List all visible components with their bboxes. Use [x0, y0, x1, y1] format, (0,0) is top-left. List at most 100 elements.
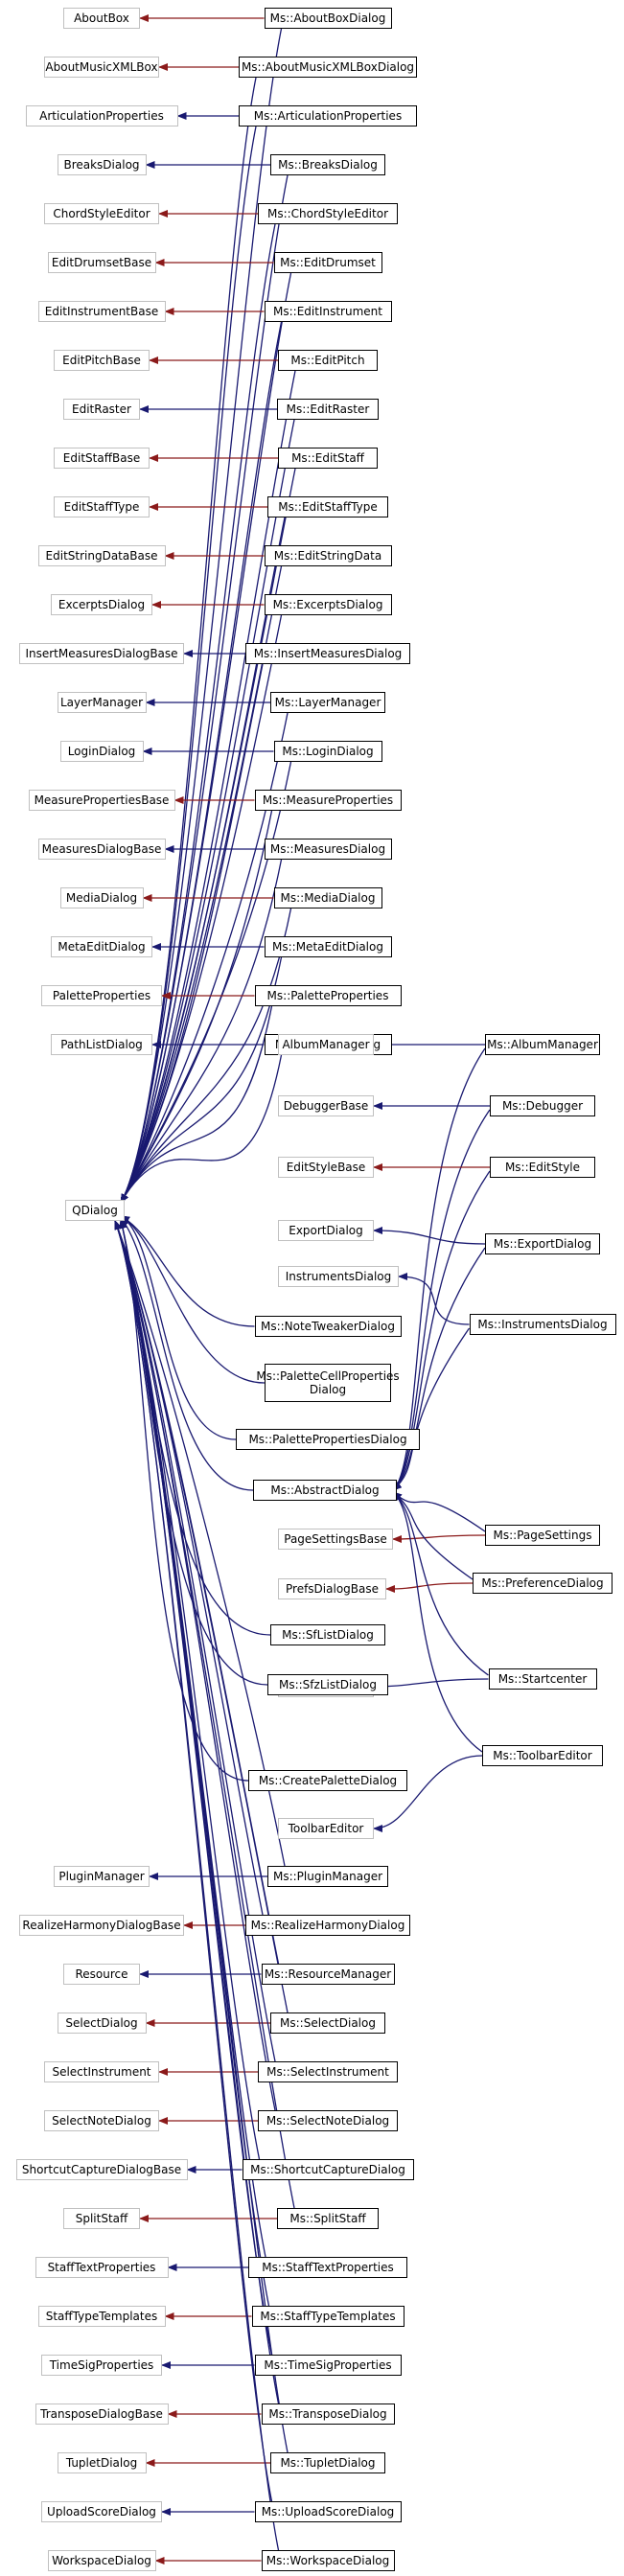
class-node-ms-palettepropertiesdialog[interactable]: Ms::PalettePropertiesDialog: [236, 1429, 420, 1450]
class-node-instrumentsdialog[interactable]: InstrumentsDialog: [278, 1266, 399, 1287]
class-node-ms-stafftypetemplates[interactable]: Ms::StaffTypeTemplates: [251, 2306, 404, 2327]
class-node-ms-timesigproperties[interactable]: Ms::TimeSigProperties: [254, 2355, 402, 2376]
class-node-ms-measureproperties[interactable]: Ms::MeasureProperties: [254, 790, 402, 811]
class-node-transposedialogbase[interactable]: TransposeDialogBase: [35, 2404, 169, 2425]
class-node-ms-editraster[interactable]: Ms::EditRaster: [277, 399, 379, 420]
class-node-paletteproperties[interactable]: PaletteProperties: [41, 985, 162, 1006]
class-node-ms-insertmeasuresdialog[interactable]: Ms::InsertMeasuresDialog: [245, 643, 410, 664]
class-node-pluginmanager[interactable]: PluginManager: [54, 1866, 150, 1887]
class-node-breaksdialog[interactable]: BreaksDialog: [57, 154, 147, 175]
class-node-logindialog[interactable]: LoginDialog: [59, 741, 144, 762]
class-node-prefsdialogbase[interactable]: PrefsDialogBase: [278, 1578, 386, 1599]
class-node-splitstaff[interactable]: SplitStaff: [63, 2208, 140, 2229]
class-node-toolbareditor[interactable]: ToolbarEditor: [278, 1818, 374, 1839]
class-node-insertmeasuresdialogbase[interactable]: InsertMeasuresDialogBase: [19, 643, 184, 664]
class-node-selectdialog[interactable]: SelectDialog: [57, 2012, 147, 2034]
class-node-ms-debugger[interactable]: Ms::Debugger: [490, 1095, 595, 1116]
class-node-editstaffbase[interactable]: EditStaffBase: [54, 448, 150, 469]
class-node-exportdialog[interactable]: ExportDialog: [278, 1220, 374, 1241]
class-node-editstafftype[interactable]: EditStaffType: [54, 496, 150, 518]
class-node-shortcutcapturedialogbase[interactable]: ShortcutCaptureDialogBase: [15, 2159, 188, 2180]
class-node-ms-logindialog[interactable]: Ms::LoginDialog: [273, 741, 382, 762]
class-node-ms-layermanager[interactable]: Ms::LayerManager: [270, 692, 385, 713]
edge-ms-editinstrument-to-qdialog: [120, 321, 283, 1204]
class-node-ms-workspacedialog[interactable]: Ms::WorkspaceDialog: [261, 2550, 395, 2571]
class-node-uploadscoredialog[interactable]: UploadScoreDialog: [41, 2501, 162, 2522]
class-node-ms-chordstyleeditor[interactable]: Ms::ChordStyleEditor: [258, 203, 398, 224]
class-node-selectinstrument[interactable]: SelectInstrument: [44, 2061, 159, 2082]
edge-toolbareditor-to-ms-toolbareditor: [373, 1755, 483, 1832]
class-node-ms-notetweakerdialog[interactable]: Ms::NoteTweakerDialog: [254, 1316, 402, 1337]
class-node-ms-splitstaff[interactable]: Ms::SplitStaff: [277, 2208, 379, 2229]
class-node-ms-toolbareditor[interactable]: Ms::ToolbarEditor: [482, 1745, 603, 1766]
class-node-articulationproperties[interactable]: ArticulationProperties: [25, 105, 178, 126]
class-node-ms-resourcemanager[interactable]: Ms::ResourceManager: [261, 1964, 395, 1985]
class-node-ms-abstractdialog[interactable]: Ms::AbstractDialog: [253, 1480, 397, 1501]
class-node-workspacedialog[interactable]: WorkspaceDialog: [47, 2550, 156, 2571]
class-node-editpitchbase[interactable]: EditPitchBase: [54, 350, 150, 371]
class-node-ms-articulationproperties[interactable]: Ms::ArticulationProperties: [239, 105, 417, 126]
class-node-debuggerbase[interactable]: DebuggerBase: [278, 1095, 374, 1116]
class-node-layermanager[interactable]: LayerManager: [57, 692, 147, 713]
class-node-measurepropertiesbase[interactable]: MeasurePropertiesBase: [28, 790, 175, 811]
class-node-ms-preferencedialog[interactable]: Ms::PreferenceDialog: [473, 1573, 612, 1594]
class-node-ms-editstaff[interactable]: Ms::EditStaff: [278, 448, 378, 469]
class-node-ms-exportdialog[interactable]: Ms::ExportDialog: [485, 1233, 600, 1254]
class-node-realizeharmonydialogbase[interactable]: RealizeHarmonyDialogBase: [19, 1915, 184, 1936]
class-node-tupletdialog[interactable]: TupletDialog: [57, 2452, 147, 2473]
class-node-ms-mediadialog[interactable]: Ms::MediaDialog: [273, 887, 382, 908]
class-node-ms-aboutboxdialog[interactable]: Ms::AboutBoxDialog: [264, 8, 392, 29]
class-node-ms-shortcutcapturedialog[interactable]: Ms::ShortcutCaptureDialog: [242, 2159, 414, 2180]
class-node-stafftypetemplates[interactable]: StaffTypeTemplates: [37, 2306, 166, 2327]
class-node-ms-selectnotedialog[interactable]: Ms::SelectNoteDialog: [258, 2110, 398, 2131]
class-node-metaeditdialog[interactable]: MetaEditDialog: [51, 936, 152, 957]
class-node-ms-realizeharmonydialog[interactable]: Ms::RealizeHarmonyDialog: [245, 1915, 410, 1936]
class-node-ms-transposedialog[interactable]: Ms::TransposeDialog: [261, 2404, 395, 2425]
class-node-mediadialog[interactable]: MediaDialog: [59, 887, 144, 908]
class-node-ms-breaksdialog[interactable]: Ms::BreaksDialog: [270, 154, 385, 175]
class-node-ms-paletteproperties[interactable]: Ms::PaletteProperties: [254, 985, 402, 1006]
class-node-ms-editstyle[interactable]: Ms::EditStyle: [490, 1157, 595, 1178]
class-node-editstringdatabase[interactable]: EditStringDataBase: [37, 545, 166, 566]
class-node-ms-selectdialog[interactable]: Ms::SelectDialog: [270, 2012, 385, 2034]
class-node-ms-editpitch[interactable]: Ms::EditPitch: [278, 350, 378, 371]
class-node-ms-tupletdialog[interactable]: Ms::TupletDialog: [270, 2452, 385, 2473]
class-node-ms-albummanager[interactable]: Ms::AlbumManager: [485, 1034, 600, 1055]
class-node-aboutbox[interactable]: AboutBox: [63, 8, 140, 29]
class-node-editinstrumentbase[interactable]: EditInstrumentBase: [37, 301, 166, 322]
class-node-ms-editinstrument[interactable]: Ms::EditInstrument: [264, 301, 392, 322]
class-node-ms-editstafftype[interactable]: Ms::EditStaffType: [267, 496, 388, 518]
class-node-editdrumsetbase[interactable]: EditDrumsetBase: [47, 252, 156, 273]
class-node-ms-instrumentsdialog[interactable]: Ms::InstrumentsDialog: [469, 1314, 616, 1335]
class-node-timesigproperties[interactable]: TimeSigProperties: [41, 2355, 162, 2376]
class-node-ms-palettecellproperties-dialog[interactable]: Ms::PaletteCellProperties Dialog: [256, 1364, 400, 1402]
class-node-ms-selectinstrument[interactable]: Ms::SelectInstrument: [258, 2061, 398, 2082]
class-node-ms-editstringdata[interactable]: Ms::EditStringData: [264, 545, 392, 566]
class-node-resource[interactable]: Resource: [63, 1964, 140, 1985]
class-node-ms-startcenter[interactable]: Ms::Startcenter: [488, 1668, 597, 1690]
class-node-chordstyleeditor[interactable]: ChordStyleEditor: [44, 203, 159, 224]
class-node-ms-createpalettedialog[interactable]: Ms::CreatePaletteDialog: [248, 1770, 407, 1791]
class-node-excerptsdialog[interactable]: ExcerptsDialog: [51, 594, 152, 615]
class-node-ms-metaeditdialog[interactable]: Ms::MetaEditDialog: [264, 936, 392, 957]
class-node-ms-pluginmanager[interactable]: Ms::PluginManager: [267, 1866, 388, 1887]
class-node-aboutmusicxmlbox[interactable]: AboutMusicXMLBox: [44, 57, 159, 78]
class-node-qdialog[interactable]: QDialog: [65, 1200, 125, 1221]
class-node-editraster[interactable]: EditRaster: [63, 399, 140, 420]
class-node-albummanager[interactable]: AlbumManager: [278, 1034, 374, 1055]
class-node-selectnotedialog[interactable]: SelectNoteDialog: [44, 2110, 159, 2131]
class-node-pagesettingsbase[interactable]: PageSettingsBase: [278, 1529, 393, 1550]
class-node-ms-sfzlistdialog[interactable]: Ms::SfzListDialog: [267, 1674, 388, 1695]
class-node-stafftextproperties[interactable]: StaffTextProperties: [35, 2257, 169, 2278]
class-node-ms-excerptsdialog[interactable]: Ms::ExcerptsDialog: [264, 594, 392, 615]
class-node-editstylebase[interactable]: EditStyleBase: [278, 1157, 374, 1178]
class-node-ms-sflistdialog[interactable]: Ms::SfListDialog: [270, 1624, 385, 1645]
class-node-ms-aboutmusicxmlboxdialog[interactable]: Ms::AboutMusicXMLBoxDialog: [239, 57, 417, 78]
class-node-ms-pagesettings[interactable]: Ms::PageSettings: [485, 1525, 600, 1546]
class-node-ms-editdrumset[interactable]: Ms::EditDrumset: [273, 252, 382, 273]
class-node-measuresdialogbase[interactable]: MeasuresDialogBase: [37, 839, 166, 860]
class-node-ms-stafftextproperties[interactable]: Ms::StaffTextProperties: [248, 2257, 407, 2278]
class-node-ms-uploadscoredialog[interactable]: Ms::UploadScoreDialog: [254, 2501, 402, 2522]
class-node-ms-measuresdialog[interactable]: Ms::MeasuresDialog: [264, 839, 392, 860]
class-node-pathlistdialog[interactable]: PathListDialog: [51, 1034, 152, 1055]
